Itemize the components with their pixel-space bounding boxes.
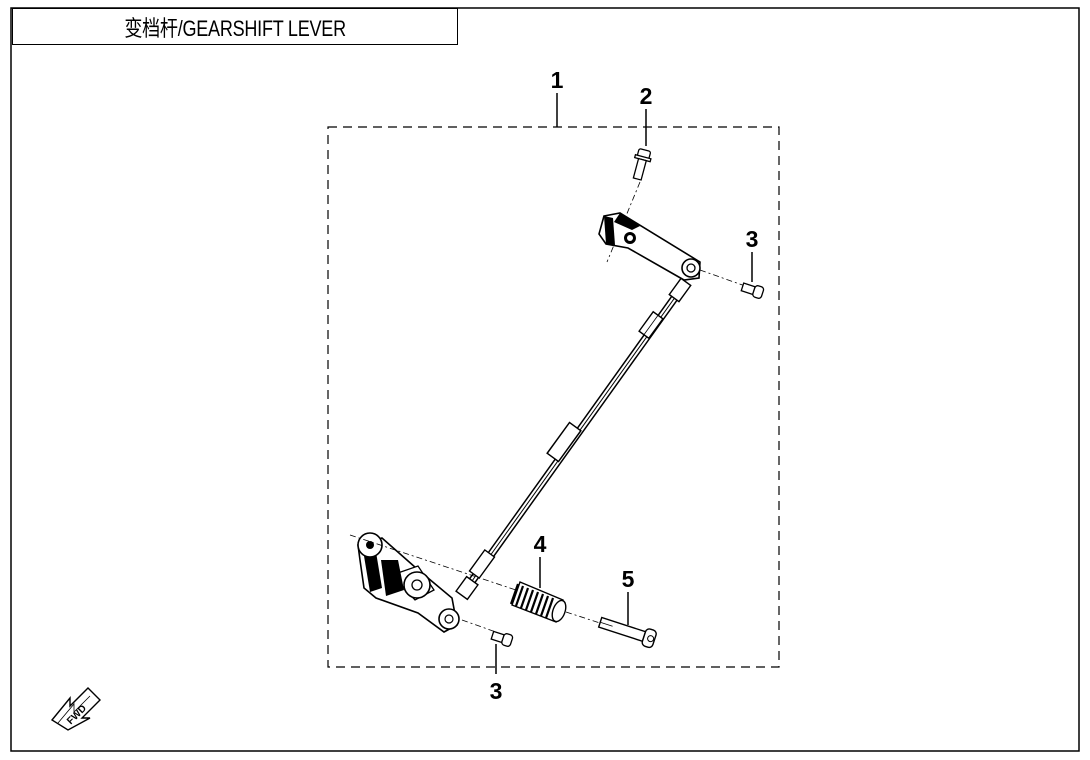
flange-bolt-part-2 bbox=[632, 148, 652, 181]
callout-3-top-label: 3 bbox=[746, 226, 759, 252]
socket-screw-bottom bbox=[490, 630, 514, 647]
pedal-axis-line bbox=[349, 534, 517, 591]
callout-5: 5 bbox=[622, 566, 635, 625]
callout-4: 4 bbox=[534, 531, 547, 588]
diagram-title: 变档杆/GEARSHIFT LEVER bbox=[124, 15, 346, 41]
shift-pedal-arm bbox=[357, 532, 460, 633]
forward-direction-icon: FWD bbox=[50, 687, 101, 731]
foot-peg-rubber-part-4 bbox=[509, 581, 567, 623]
outer-frame bbox=[10, 7, 1080, 752]
shift-rod bbox=[455, 277, 692, 601]
upper-shift-arm bbox=[598, 212, 701, 281]
callout-3-bottom: 3 bbox=[490, 644, 503, 704]
callout-5-label: 5 bbox=[622, 566, 635, 592]
socket-screw-top bbox=[740, 282, 765, 299]
long-bolt-axis-line bbox=[565, 611, 601, 624]
callout-2: 2 bbox=[640, 83, 653, 146]
callout-4-label: 4 bbox=[534, 531, 547, 557]
assembly-boundary bbox=[327, 126, 780, 668]
title-box: 变档杆/GEARSHIFT LEVER bbox=[12, 8, 458, 45]
bottom-screw-axis-line bbox=[461, 619, 497, 633]
top-screw-axis-line bbox=[699, 269, 749, 288]
callout-1-label: 1 bbox=[551, 67, 564, 93]
callout-1: 1 bbox=[551, 67, 564, 127]
long-bolt-part-5 bbox=[597, 616, 657, 649]
callout-2-label: 2 bbox=[640, 83, 653, 109]
callout-3-bottom-label: 3 bbox=[490, 678, 503, 704]
callout-3-top: 3 bbox=[746, 226, 759, 282]
